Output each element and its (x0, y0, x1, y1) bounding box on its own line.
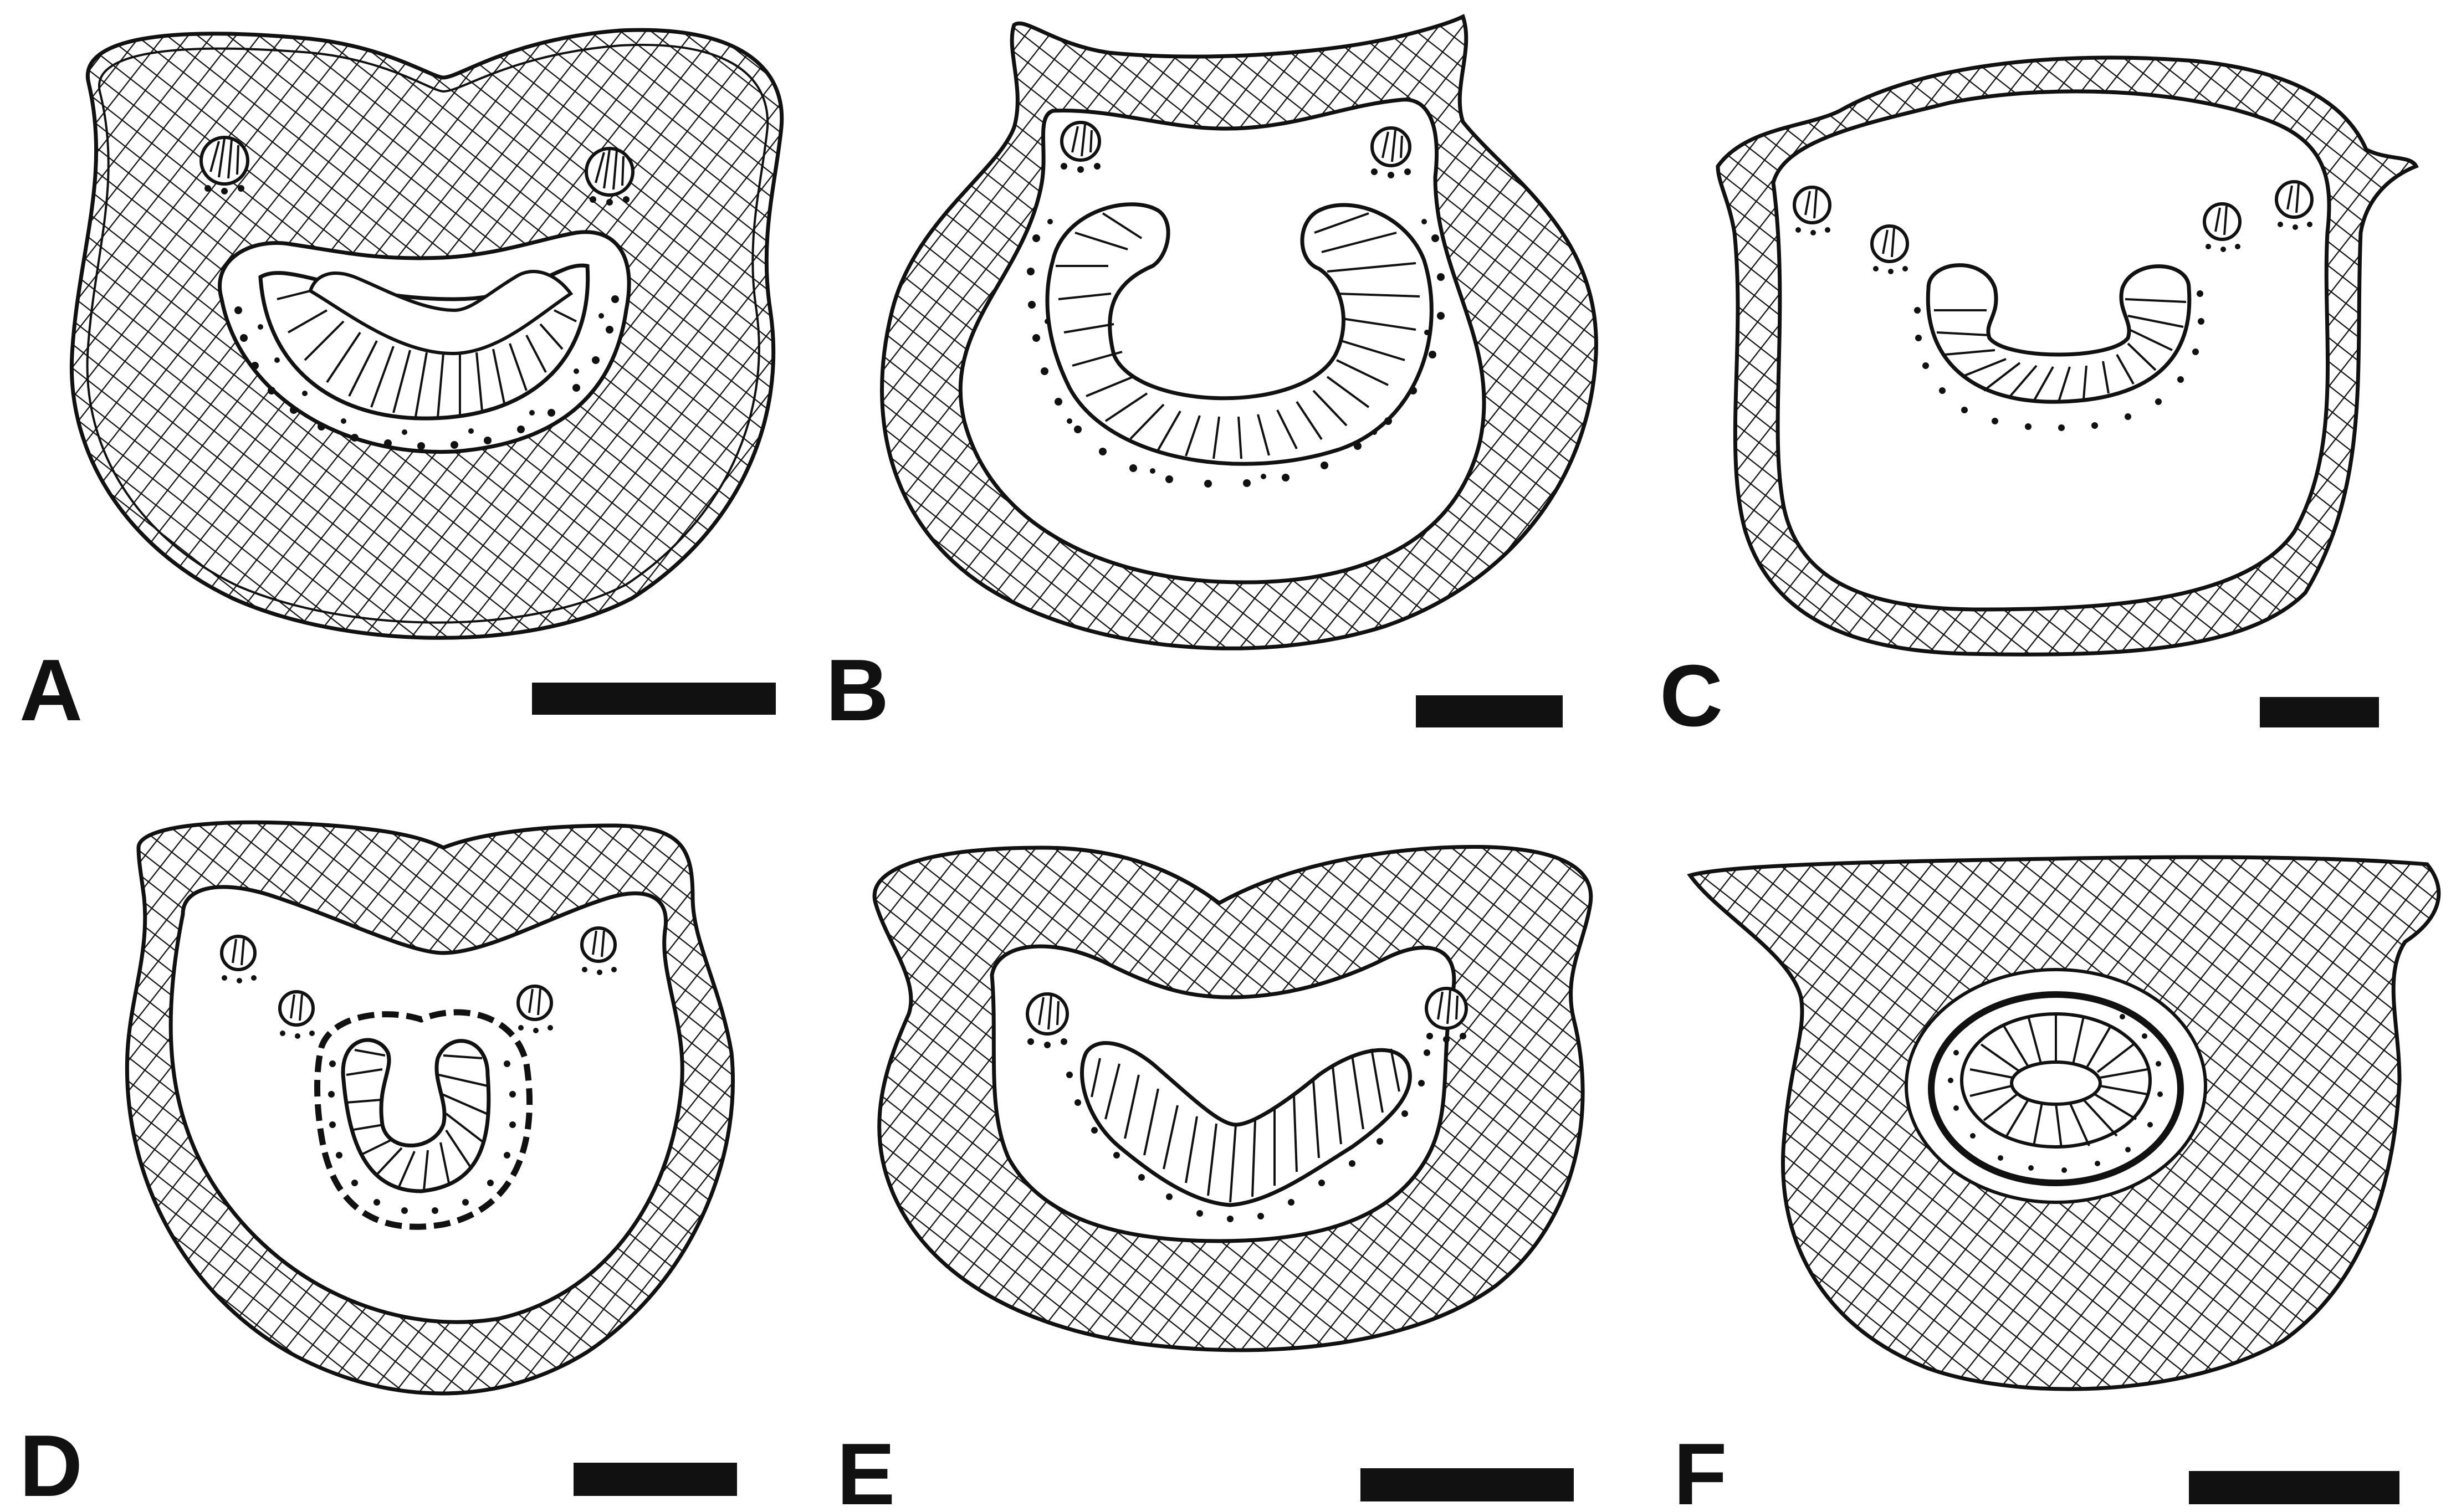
scale-bar-c (2260, 697, 2379, 727)
panel-label-a: A (19, 642, 83, 739)
panel-c (1718, 58, 2416, 654)
panel-c-lumen (1773, 91, 2329, 609)
panel-label-c: C (1660, 647, 1723, 745)
panel-label-f: F (1674, 1426, 1727, 1512)
panel-label-e: E (837, 1426, 895, 1512)
panel-label-d: D (19, 1417, 83, 1512)
panel-b (882, 17, 1597, 648)
panel-label-b: B (826, 642, 889, 739)
scale-bar-e (1360, 1468, 1574, 1501)
scale-bar-f (2189, 1471, 2399, 1504)
panel-a (71, 30, 781, 638)
panel-d (127, 822, 733, 1393)
scale-bar-a (532, 683, 776, 715)
scale-bar-b (1416, 695, 1563, 727)
panel-e (874, 847, 1591, 1350)
scale-bar-d (574, 1463, 737, 1496)
panel-f (1690, 857, 2439, 1389)
